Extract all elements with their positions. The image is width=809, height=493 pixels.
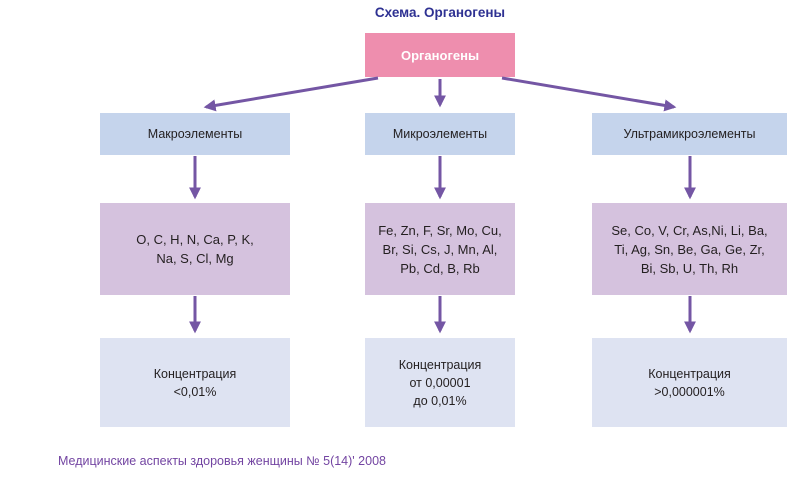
- concentration-value: Концентрация от 0,00001 до 0,01%: [398, 357, 482, 408]
- category-box-microelements: Микроэлементы: [365, 113, 515, 155]
- elements-list: Fe, Zn, F, Sr, Mo, Cu, Br, Si, Cs, J, Mn…: [378, 222, 502, 276]
- category-box-macroelements: Макроэлементы: [100, 113, 290, 155]
- diagram-title: Схема. Органогены: [374, 5, 506, 20]
- concentration-value: Концентрация >0,000001%: [648, 366, 731, 399]
- category-label: Макроэлементы: [147, 127, 243, 141]
- concentration-box-microelements: Концентрация от 0,00001 до 0,01%: [365, 338, 515, 427]
- elements-box-microelements: Fe, Zn, F, Sr, Mo, Cu, Br, Si, Cs, J, Mn…: [365, 203, 515, 295]
- arrow-root-to-ultramicro: [501, 76, 677, 112]
- arrow-root-to-macro: [203, 76, 379, 112]
- elements-box-ultramicroelements: Se, Co, V, Cr, As,Ni, Li, Ba, Ti, Ag, Sn…: [592, 203, 787, 295]
- elements-list: O, C, H, N, Ca, P, K, Na, S, Cl, Mg: [136, 232, 254, 266]
- category-label: Ультрамикроэлементы: [623, 127, 756, 141]
- root-node-organogens: Органогены: [365, 33, 515, 77]
- journal-footer: Медицинские аспекты здоровья женщины № 5…: [58, 454, 386, 468]
- category-label: Микроэлементы: [392, 127, 488, 141]
- elements-box-macroelements: O, C, H, N, Ca, P, K, Na, S, Cl, Mg: [100, 203, 290, 295]
- elements-list: Se, Co, V, Cr, As,Ni, Li, Ba, Ti, Ag, Sn…: [611, 222, 768, 276]
- category-box-ultramicroelements: Ультрамикроэлементы: [592, 113, 787, 155]
- root-node-label: Органогены: [400, 47, 480, 63]
- concentration-value: Концентрация <0,01%: [153, 366, 237, 399]
- concentration-box-ultramicroelements: Концентрация >0,000001%: [592, 338, 787, 427]
- concentration-box-macroelements: Концентрация <0,01%: [100, 338, 290, 427]
